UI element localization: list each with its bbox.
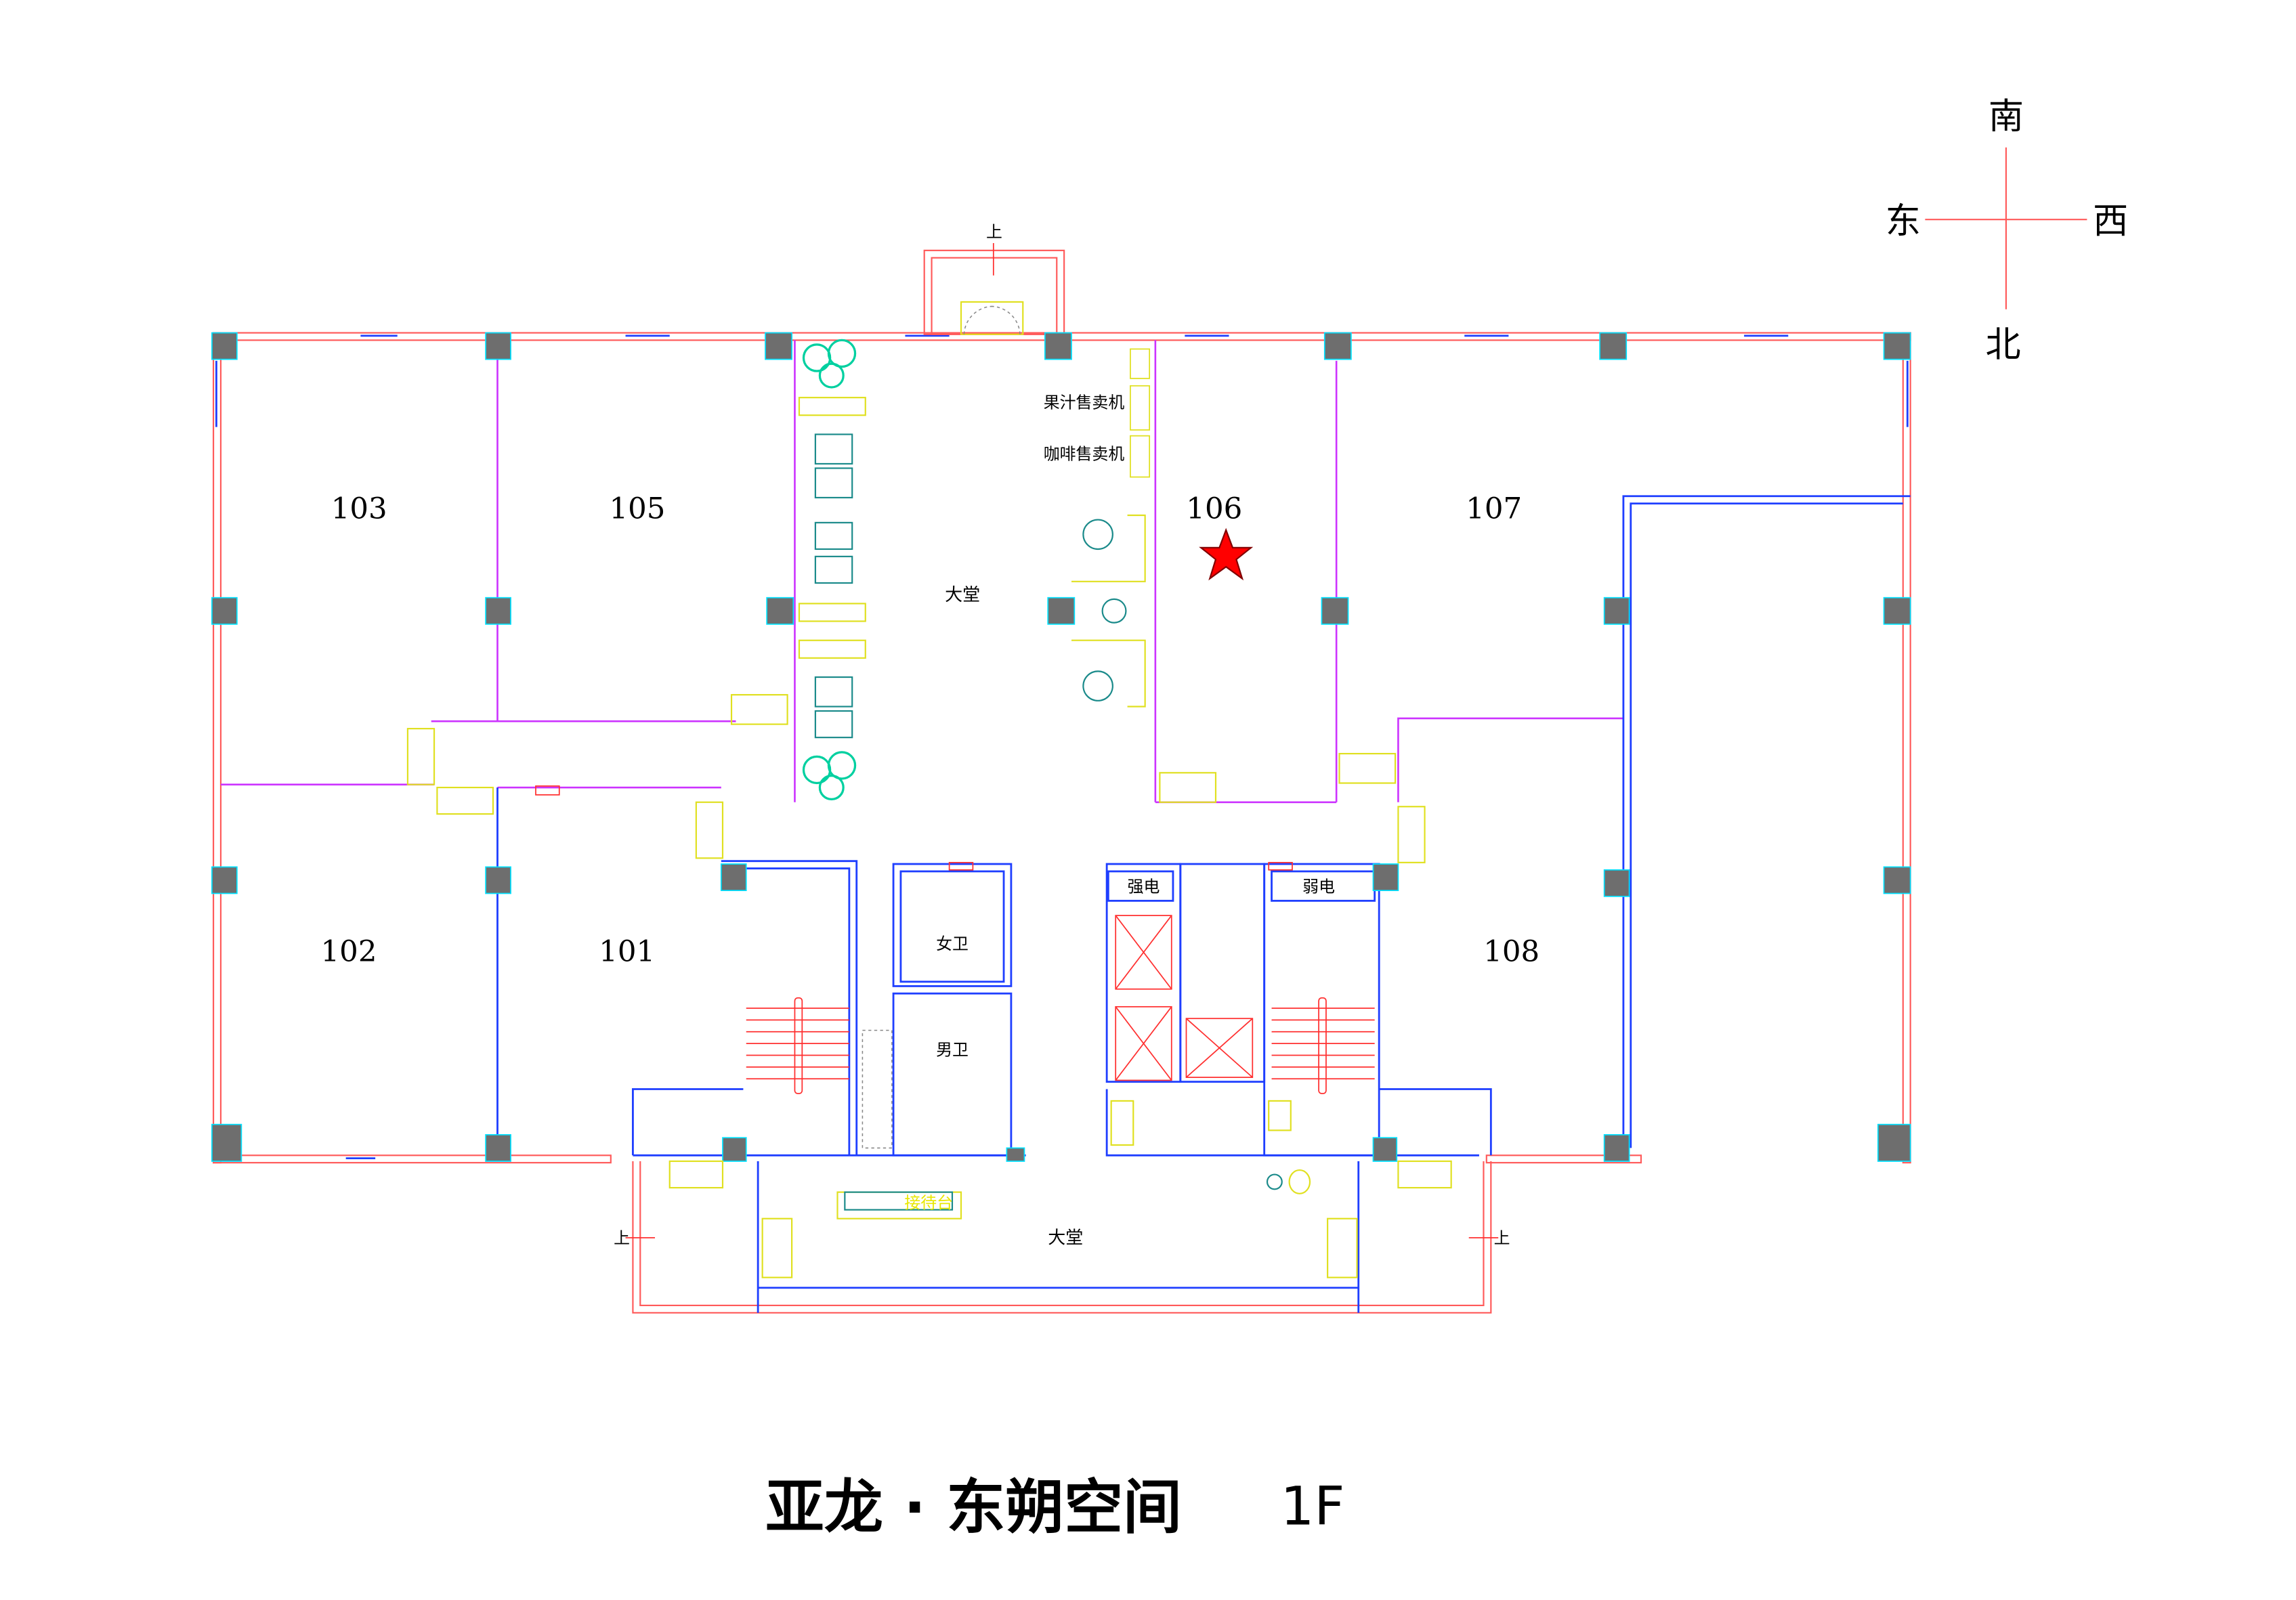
room-106-label: 106 bbox=[1186, 492, 1242, 525]
vending-machine-icon bbox=[1130, 348, 1151, 478]
up-arrow-right: 上 bbox=[1468, 1229, 1510, 1248]
up-arrow-top: 上 bbox=[986, 222, 1002, 276]
compass-east: 东 bbox=[1886, 201, 1921, 242]
plan-title: 亚龙 · 东朔空间 bbox=[765, 1473, 1182, 1542]
compass-north: 北 bbox=[1985, 324, 2020, 365]
juice-vending-label: 果汁售卖机 bbox=[1044, 393, 1125, 412]
compass-south: 南 bbox=[1989, 96, 2024, 137]
structural-columns bbox=[211, 332, 1911, 1162]
room-108-label: 108 bbox=[1483, 934, 1539, 968]
up-label-top: 上 bbox=[986, 222, 1002, 241]
upper-lobby-label: 大堂 bbox=[945, 585, 980, 605]
womens-restroom-label: 女卫 bbox=[936, 934, 969, 953]
strong-power-room-label: 强电 bbox=[1128, 877, 1160, 896]
compass: 南 东 西 北 bbox=[1886, 96, 2129, 365]
coffee-vending-label: 咖啡售卖机 bbox=[1044, 444, 1125, 463]
floor-label: 1F bbox=[1281, 1476, 1345, 1538]
room-102-label: 102 bbox=[321, 934, 377, 968]
weak-power-room-label: 弱电 bbox=[1302, 877, 1335, 896]
up-arrow-left: 上 bbox=[614, 1229, 656, 1248]
interior-walls bbox=[220, 340, 1911, 1156]
doors bbox=[406, 301, 1452, 1278]
room-105-label: 105 bbox=[609, 492, 665, 525]
up-label-right: 上 bbox=[1494, 1229, 1510, 1248]
reception-desk-label: 接待台 bbox=[904, 1194, 953, 1213]
room-101-label: 101 bbox=[599, 934, 655, 968]
room-103-label: 103 bbox=[331, 492, 387, 525]
room-107-label: 107 bbox=[1466, 492, 1522, 525]
compass-west: 西 bbox=[2093, 201, 2128, 242]
lower-lobby-label: 大堂 bbox=[1048, 1228, 1083, 1249]
mens-restroom-label: 男卫 bbox=[936, 1041, 969, 1060]
furniture bbox=[798, 339, 1311, 1219]
up-label-left: 上 bbox=[614, 1229, 630, 1248]
plant-icon bbox=[802, 339, 857, 801]
location-star-icon bbox=[1199, 527, 1254, 581]
